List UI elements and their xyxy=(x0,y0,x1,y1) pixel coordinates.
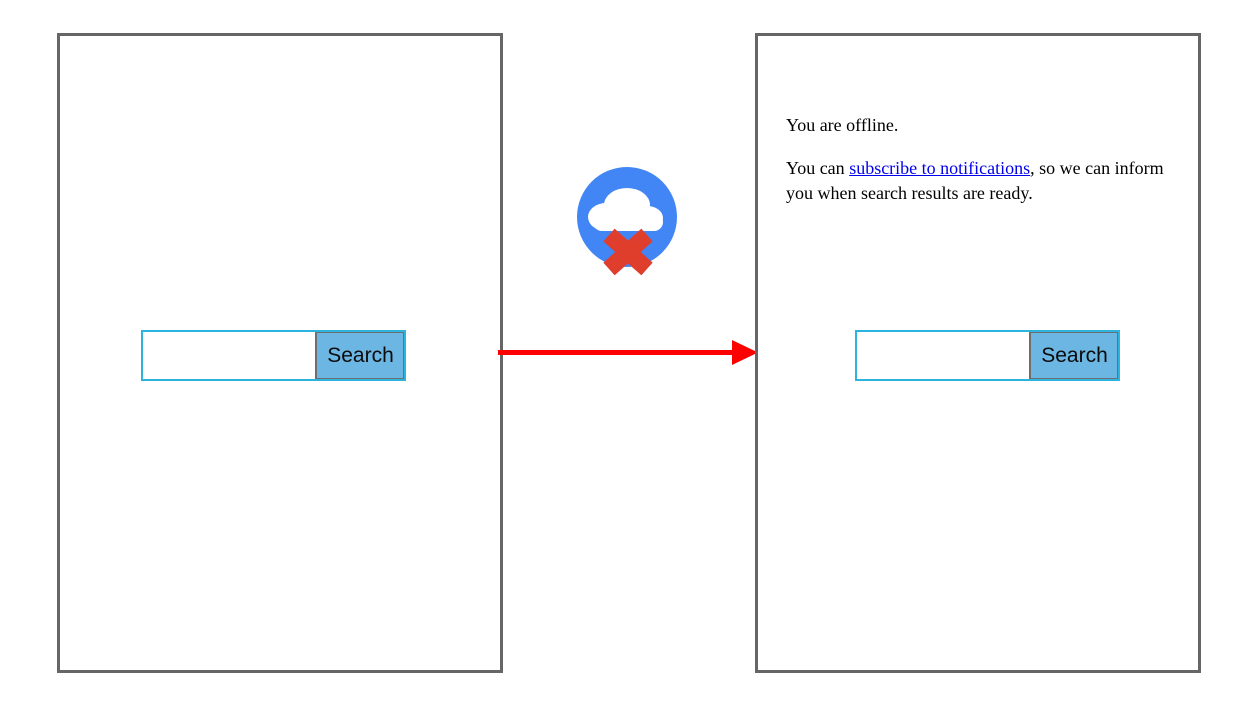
subscribe-text-prefix: You can xyxy=(786,157,850,178)
subscribe-text-suffix: , so we can inform you when search resul… xyxy=(786,157,1164,204)
search-input[interactable] xyxy=(143,332,315,379)
cross-mark xyxy=(603,228,653,276)
offline-subscribe-text: You can subscribe to notifications, so w… xyxy=(786,156,1186,207)
offline-message-block: You are offline. You can subscribe to no… xyxy=(786,113,1186,207)
search-input[interactable] xyxy=(857,332,1029,379)
transition-arrow xyxy=(498,330,760,375)
search-widget-before[interactable]: Search xyxy=(141,330,406,381)
search-button[interactable]: Search xyxy=(1029,332,1118,379)
panel-after: You are offline. You can subscribe to no… xyxy=(755,33,1201,673)
subscribe-to-notifications-link[interactable]: subscribe to notifications xyxy=(849,157,1031,178)
search-widget-after[interactable]: Search xyxy=(855,330,1120,381)
cloud-shape xyxy=(588,188,663,231)
offline-cloud-icon xyxy=(575,165,680,276)
offline-status-text: You are offline. xyxy=(786,115,899,135)
search-button[interactable]: Search xyxy=(315,332,404,379)
panel-before: Search xyxy=(57,33,503,673)
